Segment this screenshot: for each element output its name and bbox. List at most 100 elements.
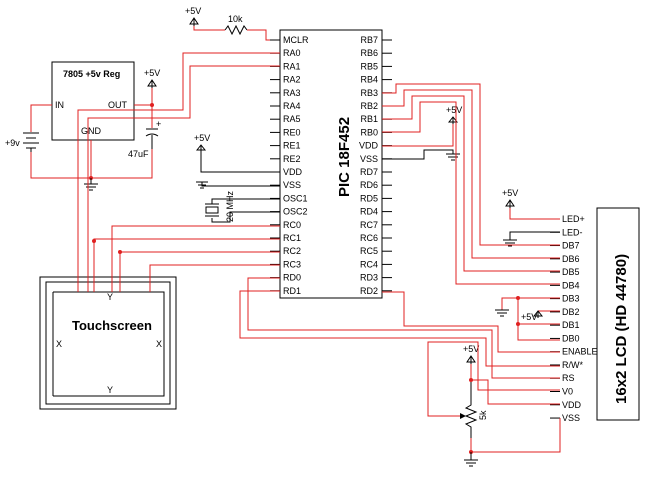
pic-right-pin-label: RD7: [360, 167, 378, 177]
pic-left-pin-label: VDD: [283, 167, 303, 177]
touchscreen-panel: Touchscreen Y Y X X: [39, 276, 177, 410]
pic-left-pin-label: RC2: [283, 246, 301, 256]
pic-right-pin-label: RB6: [360, 48, 378, 58]
power-5v-icon: [147, 79, 157, 88]
pot-label: 5k: [478, 410, 488, 420]
lcd-pin-label: V0: [562, 387, 573, 397]
touchscreen-title: Touchscreen: [72, 318, 152, 333]
power-5v-icon: [532, 310, 544, 318]
pic-left-pin-label: RC3: [283, 259, 301, 269]
power-label-pic: +5V: [194, 133, 210, 143]
voltage-regulator: 7805 +5v Reg IN OUT GND: [51, 61, 135, 141]
pic-left-pin-label: RE1: [283, 141, 301, 151]
power-5v-icon: [447, 116, 459, 124]
pic-left-pin-label: VSS: [283, 180, 301, 190]
power-label-db: +5V: [521, 312, 537, 322]
ground-icon: [84, 178, 98, 191]
power-5v-icon: [195, 144, 207, 152]
capacitor-symbol: [145, 128, 159, 149]
pic-microcontroller: PIC 18F452 MCLRRA0RA1RA2RA3RA4RA5RE0RE1R…: [270, 29, 392, 299]
pic-left-pin-label: OSC2: [283, 207, 308, 217]
pic-left-pin-label: RA2: [283, 75, 301, 85]
pic-right-pin-label: RD3: [360, 273, 378, 283]
lcd-module: 16x2 LCD (HD 44780) LED+ LED- DB7DB6DB5DB4…: [550, 207, 640, 423]
ground-icon: [464, 452, 478, 467]
pic-right-pin-label: RC7: [360, 220, 378, 230]
power-label-pot: +5V: [463, 344, 479, 354]
pic-right-pin-label: VSS: [360, 154, 378, 164]
lcd-pin-label: DB1: [562, 320, 580, 330]
power-5v-icon: [466, 355, 476, 364]
pic-left-pin-label: RA4: [283, 101, 301, 111]
capacitor-plus-label: +: [156, 119, 161, 129]
lcd-pin-label: DB6: [562, 254, 580, 264]
ground-icon: [495, 309, 509, 317]
pic-right-pin-label: RB3: [360, 88, 378, 98]
power-label-pic-right: +5V: [446, 105, 462, 115]
touchscreen-x-left: X: [56, 339, 62, 349]
crystal-symbol: [205, 203, 219, 217]
pic-right-pin-label: RB5: [360, 61, 378, 71]
pic-left-pin-label: RA0: [283, 48, 301, 58]
power-label-mclr: +5V: [185, 6, 201, 16]
regulator-title: 7805 +5v Reg: [63, 69, 120, 79]
pic-left-pin-label: RA3: [283, 88, 301, 98]
lcd-pin-label: LED+: [562, 214, 585, 224]
lcd-pin-label: DB7: [562, 241, 580, 251]
lcd-pin-label: ENABLE: [562, 347, 598, 357]
lcd-pin-label: DB5: [562, 267, 580, 277]
pic-right-pin-label: RD4: [360, 207, 378, 217]
power-5v-icon: [505, 199, 515, 208]
capacitor-label: 47uF: [128, 149, 149, 159]
crystal-label: 20 MHz: [225, 190, 235, 222]
pic-right-pin-label: RD2: [360, 286, 378, 296]
pic-left-pin-label: RA5: [283, 114, 301, 124]
pic-right-pin-label: RC4: [360, 259, 378, 269]
power-5v-icon: [189, 17, 199, 26]
pic-left-pin-label: RC1: [283, 233, 301, 243]
pic-left-pin-label: RA1: [283, 61, 301, 71]
pic-right-pin-label: RB7: [360, 35, 378, 45]
pic-left-pins: MCLRRA0RA1RA2RA3RA4RA5RE0RE1RE2VDDVSSOSC…: [270, 35, 309, 296]
pic-right-pin-label: RC6: [360, 233, 378, 243]
pic-title: PIC 18F452: [336, 117, 353, 197]
power-label-led: +5V: [502, 188, 518, 198]
lcd-pin-label: R/W*: [562, 360, 583, 370]
lcd-pin-label: VSS: [562, 413, 580, 423]
touchscreen-y-top: Y: [107, 292, 113, 302]
pic-left-pin-label: RD1: [283, 286, 301, 296]
pic-left-pin-label: MCLR: [283, 35, 309, 45]
pic-right-pin-label: RC5: [360, 246, 378, 256]
pic-right-pin-label: RD6: [360, 180, 378, 190]
battery-symbol: [23, 132, 39, 152]
ground-icon: [503, 239, 517, 247]
lcd-pin-label: DB4: [562, 280, 580, 290]
lcd-pin-label: RS: [562, 373, 575, 383]
resistor-10k-label: 10k: [228, 14, 243, 24]
touchscreen-y-bottom: Y: [107, 385, 113, 395]
pic-left-pin-label: RD0: [283, 273, 301, 283]
lcd-pin-label: DB3: [562, 294, 580, 304]
lcd-pin-label: LED-: [562, 227, 583, 237]
pic-right-pin-label: RB4: [360, 75, 378, 85]
pic-left-pin-label: RE0: [283, 127, 301, 137]
pic-left-pin-label: RC0: [283, 220, 301, 230]
ground-icon: [196, 181, 208, 189]
regulator-in-label: IN: [55, 100, 64, 110]
lcd-pin-label: VDD: [562, 400, 582, 410]
lcd-pin-label: DB2: [562, 307, 580, 317]
pic-right-pin-label: RB1: [360, 114, 378, 124]
pic-right-pin-label: VDD: [359, 141, 379, 151]
power-label-reg: +5V: [144, 68, 160, 78]
touchscreen-x-right: X: [156, 339, 162, 349]
regulator-gnd-label: GND: [81, 126, 102, 136]
lcd-title: 16x2 LCD (HD 44780): [613, 254, 630, 404]
battery-label: +9v: [5, 138, 20, 148]
pic-right-pin-label: RD5: [360, 193, 378, 203]
pic-right-pin-label: RB0: [360, 127, 378, 137]
pic-right-pin-label: RB2: [360, 101, 378, 111]
regulator-out-label: OUT: [108, 100, 128, 110]
